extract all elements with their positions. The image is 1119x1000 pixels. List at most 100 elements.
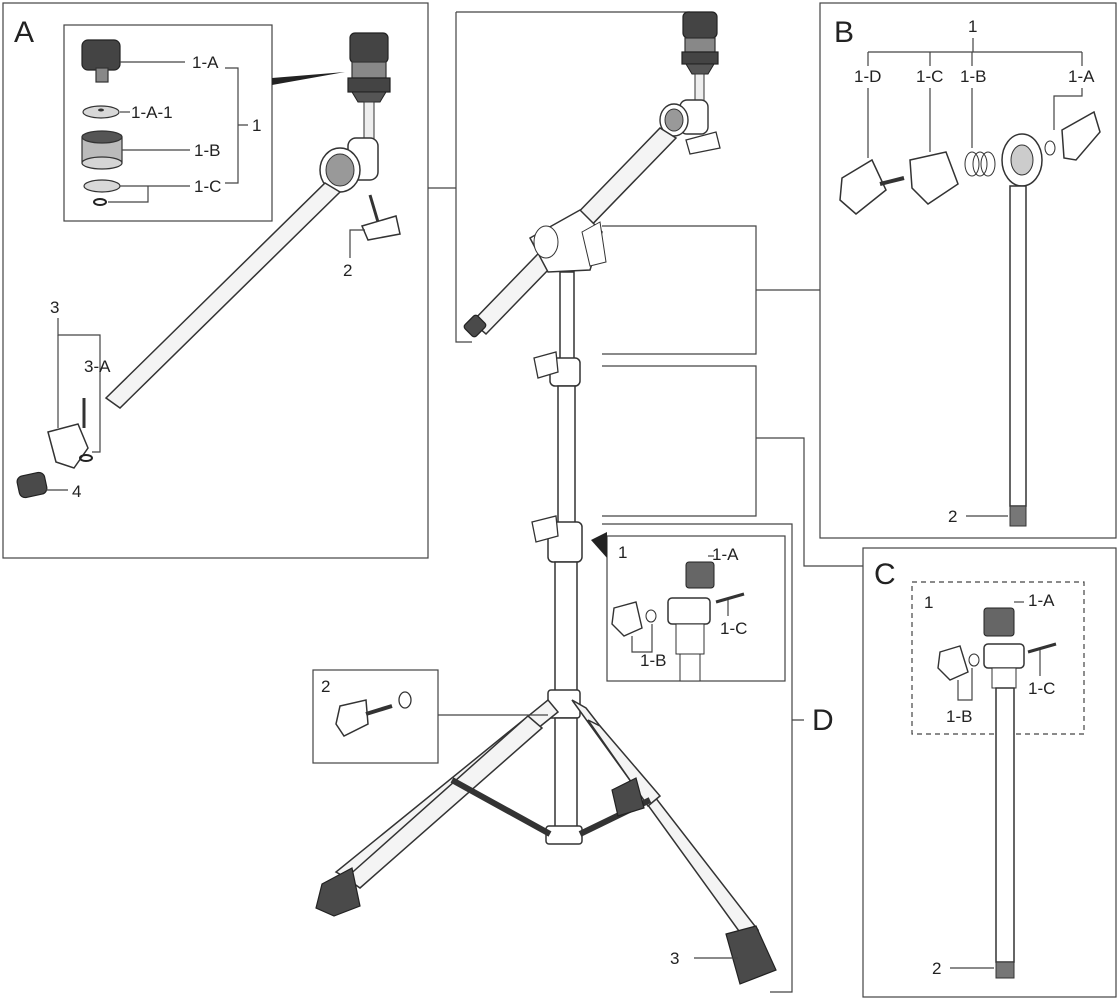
label-d-1b: 1-B bbox=[640, 651, 666, 670]
boom-end-tip bbox=[463, 314, 487, 338]
label-a-1a: 1-A bbox=[192, 53, 219, 72]
label-d-1: 1 bbox=[618, 543, 627, 562]
b-sleeve-part bbox=[909, 151, 959, 205]
panel-c-letter: C bbox=[874, 558, 896, 591]
panel-d-letter: D bbox=[812, 704, 834, 737]
upper-height-clamp bbox=[533, 351, 581, 387]
leader-a-2 bbox=[349, 229, 365, 258]
c-clamp-part bbox=[983, 607, 1015, 637]
b-boom-end-cap bbox=[1009, 505, 1027, 527]
panel-a: A 1-A 1-A-1 1-B 1 bbox=[2, 2, 456, 559]
felt-washer-part bbox=[82, 105, 120, 119]
c-tube-end bbox=[995, 961, 1015, 979]
leg-left-inner bbox=[344, 715, 544, 889]
bracket-1 bbox=[225, 67, 248, 184]
label-b-1b: 1-B bbox=[960, 67, 986, 86]
label-a-1b: 1-B bbox=[194, 141, 220, 160]
b-wing-nut-part bbox=[839, 158, 887, 215]
c-tube-top-clamp bbox=[983, 643, 1025, 689]
label-a-4: 4 bbox=[72, 482, 81, 501]
label-d-1a: 1-A bbox=[712, 545, 739, 564]
label-a-1: 1 bbox=[252, 116, 261, 135]
leader-d-1b bbox=[631, 624, 653, 653]
label-c-1b: 1-B bbox=[946, 707, 972, 726]
bracket-3 bbox=[57, 318, 101, 453]
panel-b: B 1 1-D 1-C 1-B 1-A 2 bbox=[602, 2, 1117, 539]
bracket-c bbox=[602, 365, 863, 567]
c-washer-part bbox=[968, 653, 980, 667]
b-spring-part bbox=[964, 151, 996, 177]
label-a-1c: 1-C bbox=[194, 177, 221, 196]
panel-a-inset-box bbox=[63, 24, 273, 222]
label-c-1c: 1-C bbox=[1028, 679, 1055, 698]
d-tube-clamp bbox=[667, 597, 711, 682]
foot-right bbox=[725, 925, 777, 985]
lower-tube bbox=[554, 561, 578, 693]
d-clamp-part bbox=[685, 561, 715, 589]
bracket-center-a bbox=[455, 11, 690, 343]
label-a-2: 2 bbox=[343, 261, 352, 280]
panel-d: 1 1-A 1-B 1-C D bbox=[591, 523, 834, 993]
label-center-3: 3 bbox=[670, 949, 679, 968]
panel-a-frame bbox=[2, 2, 429, 559]
panel-c: C 1 1-A 1-B 1-C 2 bbox=[602, 365, 1117, 998]
panel-a-letter: A bbox=[14, 16, 34, 49]
bracket-b bbox=[602, 225, 820, 355]
felt-part bbox=[81, 130, 123, 170]
c-tube bbox=[995, 687, 1015, 963]
upper-tube bbox=[559, 271, 575, 363]
panel-b-frame bbox=[819, 2, 1117, 539]
center-tilter-top bbox=[659, 11, 721, 155]
leg-rear bbox=[587, 719, 662, 808]
panel-b-letter: B bbox=[834, 16, 854, 49]
label-center-2: 2 bbox=[321, 677, 330, 696]
label-b-1: 1 bbox=[968, 17, 977, 36]
foot-rear bbox=[611, 777, 645, 817]
b-bolt-part bbox=[879, 176, 905, 186]
label-c-2: 2 bbox=[932, 959, 941, 978]
label-a-3: 3 bbox=[50, 298, 59, 317]
center-stand: 2 3 bbox=[312, 11, 777, 985]
panel-d-pointer bbox=[591, 532, 607, 558]
middle-tube bbox=[557, 385, 576, 527]
bracket-d bbox=[602, 523, 804, 993]
boom-arm-tube bbox=[104, 182, 342, 409]
foot-left bbox=[315, 867, 361, 917]
d-wing-bolt-part bbox=[611, 601, 643, 637]
leg-wing-bolt-part bbox=[335, 691, 412, 737]
leader-1c bbox=[108, 185, 190, 203]
c-wing-bolt-part bbox=[937, 645, 969, 681]
leaders-b bbox=[867, 88, 1083, 158]
label-b-1d: 1-D bbox=[854, 67, 881, 86]
label-c-1a: 1-A bbox=[1028, 591, 1055, 610]
label-b-1c: 1-C bbox=[916, 67, 943, 86]
b-ratchet-joint bbox=[1001, 133, 1043, 187]
label-a-1a1: 1-A-1 bbox=[131, 103, 173, 122]
brace-block bbox=[545, 825, 583, 845]
clamp-part bbox=[47, 398, 93, 469]
c-screw-part bbox=[1027, 642, 1057, 654]
d-washer-part bbox=[645, 609, 657, 623]
panel-c-frame bbox=[862, 547, 1117, 998]
bracket-b-1 bbox=[867, 38, 1083, 66]
b-boom-tube bbox=[1009, 185, 1027, 507]
tilter-joint bbox=[319, 137, 379, 193]
label-d-1c: 1-C bbox=[720, 619, 747, 638]
tilter-top-part bbox=[81, 39, 121, 83]
leader-c-1b bbox=[957, 668, 973, 701]
label-b-2: 2 bbox=[948, 507, 957, 526]
b-wing-bolt-part bbox=[1061, 110, 1101, 161]
boom-clamp bbox=[528, 209, 607, 273]
tilter-top-assembly bbox=[347, 32, 391, 143]
label-a-3a: 3-A bbox=[84, 357, 111, 376]
pointer-arrow bbox=[272, 72, 345, 85]
b-washer-part bbox=[1044, 140, 1056, 156]
label-c-1: 1 bbox=[924, 593, 933, 612]
rubber-tip-part bbox=[16, 471, 48, 499]
brace-left bbox=[450, 777, 552, 837]
bottom-tube bbox=[554, 717, 578, 829]
lower-height-clamp bbox=[531, 515, 583, 563]
center-item-2-box bbox=[312, 669, 439, 764]
cup-washer-part bbox=[83, 179, 121, 206]
